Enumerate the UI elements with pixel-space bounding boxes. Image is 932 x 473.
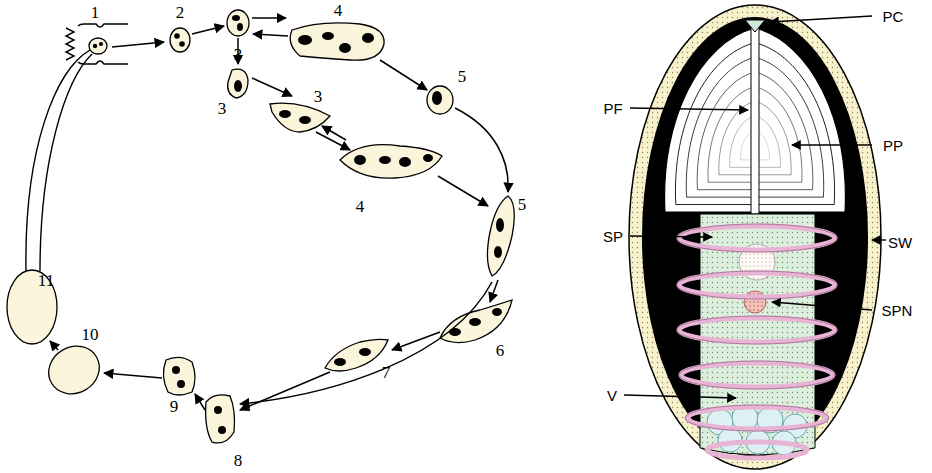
callout-number: 6: [496, 342, 505, 359]
part-label: PF: [603, 101, 622, 116]
callout-number: 7: [382, 364, 391, 381]
callout-number: 5: [518, 196, 527, 213]
callout-number: 11: [38, 272, 54, 289]
part-label: SP: [603, 229, 623, 244]
callout-number: 2: [176, 4, 185, 21]
callout-number: 9: [170, 398, 179, 415]
callout-number: 1: [91, 4, 100, 21]
part-label: PP: [883, 138, 903, 153]
callout-number: 5: [458, 68, 467, 85]
callout-number: 3: [218, 100, 227, 117]
part-label: V: [607, 388, 617, 403]
callout-number: 4: [356, 198, 365, 215]
callout-number: 3: [234, 46, 243, 63]
part-label: SPN: [882, 303, 913, 318]
part-label: SW: [888, 235, 912, 250]
callout-number: 10: [82, 326, 99, 343]
callout-number: 3: [314, 88, 323, 105]
part-label: PC: [883, 9, 904, 24]
callout-number: 8: [234, 452, 243, 469]
callout-number: 4: [334, 2, 343, 19]
